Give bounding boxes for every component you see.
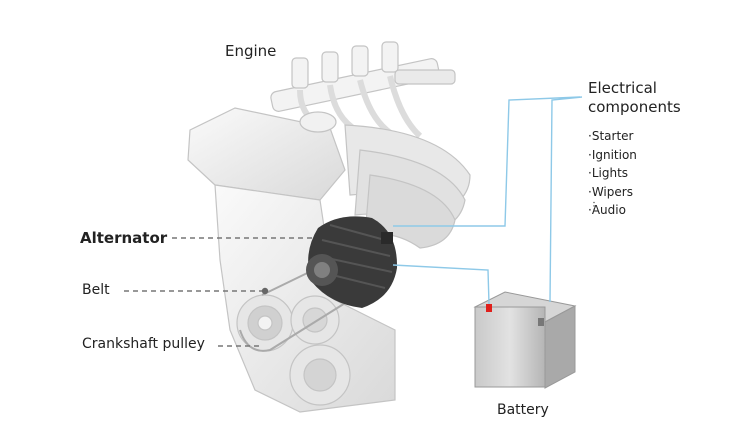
list-item-ignition: Ignition (588, 146, 637, 165)
list-item-lights: Lights (588, 164, 637, 183)
electrical-components-label: Electrical components (588, 79, 681, 117)
belt-label: Belt (82, 282, 110, 298)
engine-label: Engine (225, 42, 277, 60)
list-item-audio: Audio (588, 201, 637, 220)
list-item-starter: Starter (588, 127, 637, 146)
alternator-illustration (306, 216, 398, 308)
electrical-components-list: Starter Ignition Lights Wipers Audio (588, 127, 637, 220)
electrical-components-label-line2: components (588, 98, 681, 116)
belt-marker (261, 287, 269, 295)
engine-illustration (187, 41, 471, 413)
electrical-components-label-line1: Electrical (588, 79, 657, 97)
crankshaft-pulley-label: Crankshaft pulley (82, 336, 205, 352)
list-item-wipers: Wipers (588, 183, 637, 202)
more-indicator: ⋮ (589, 201, 599, 212)
battery-illustration (473, 291, 577, 389)
leader-lines (124, 237, 312, 347)
alternator-label: Alternator (80, 229, 168, 247)
wiring (392, 96, 583, 305)
battery-label: Battery (497, 402, 549, 418)
